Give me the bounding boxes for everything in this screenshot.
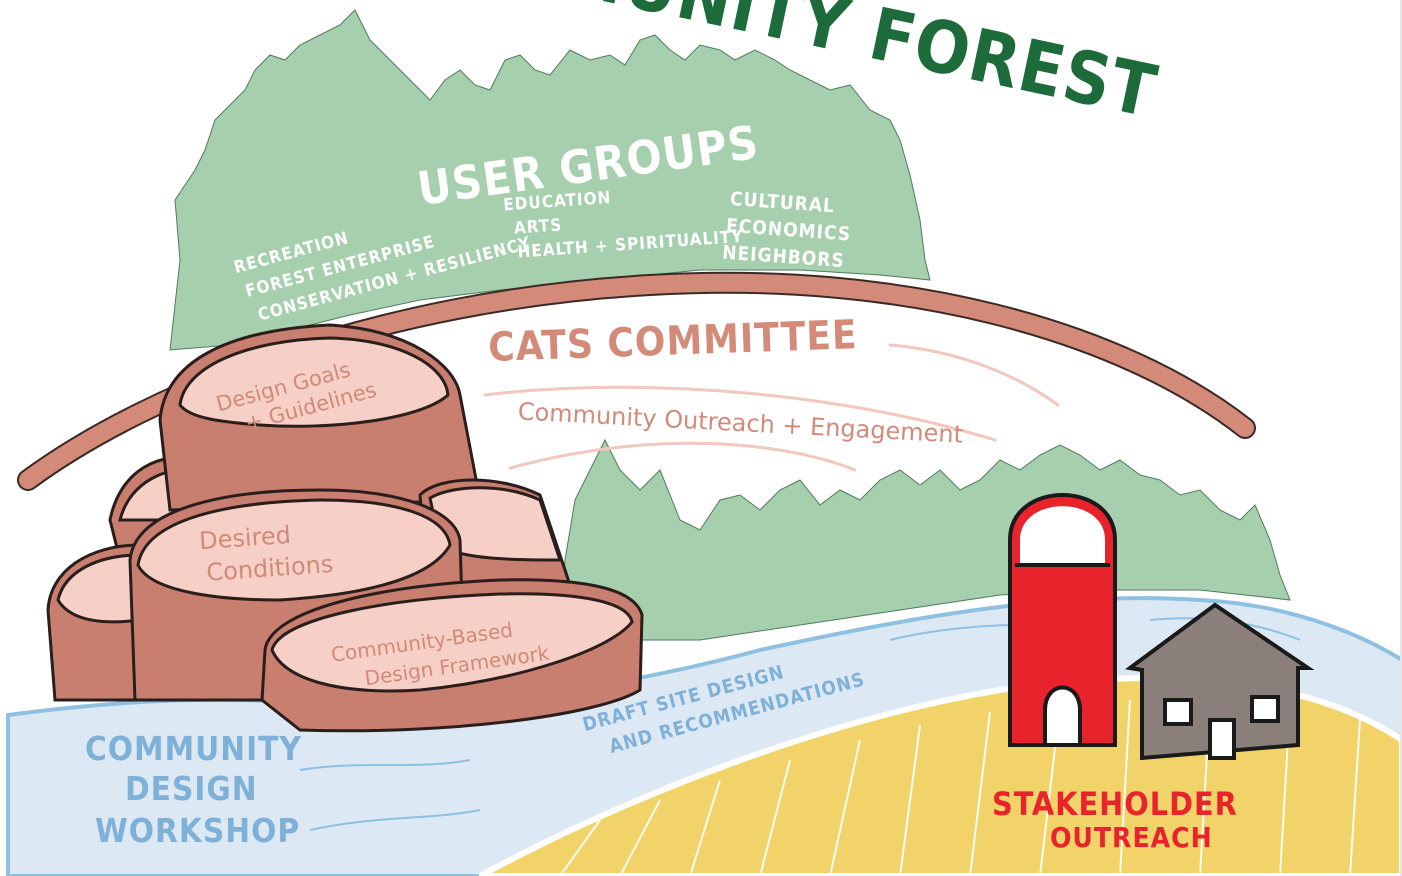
stakeholder-line1: STAKEHOLDER [992,785,1238,823]
committee-heading: CATS COMMITTEE [488,312,859,371]
stakeholder-label: STAKEHOLDER OUTREACH [992,785,1238,854]
upper-forest [169,9,931,351]
workshop-line1: COMMUNITY [85,729,302,768]
stakeholder-line2: OUTREACH [1050,821,1213,854]
rock-pile [46,323,644,733]
house [1125,602,1315,761]
committee-subtitle: Community Outreach + Engagement [517,397,964,448]
user-groups-col3: CULTURAL ECONOMICS NEIGHBORS [722,188,852,272]
workshop-line3: WORKSHOP [95,811,300,850]
stone-desired-line1: Desired [198,521,291,555]
workshop-line2: DESIGN [125,769,258,808]
committee-lines [483,343,1060,472]
silo [1008,493,1117,747]
user-group-arts: ARTS [513,215,563,238]
workshop-label: COMMUNITY DESIGN WORKSHOP [85,729,302,850]
